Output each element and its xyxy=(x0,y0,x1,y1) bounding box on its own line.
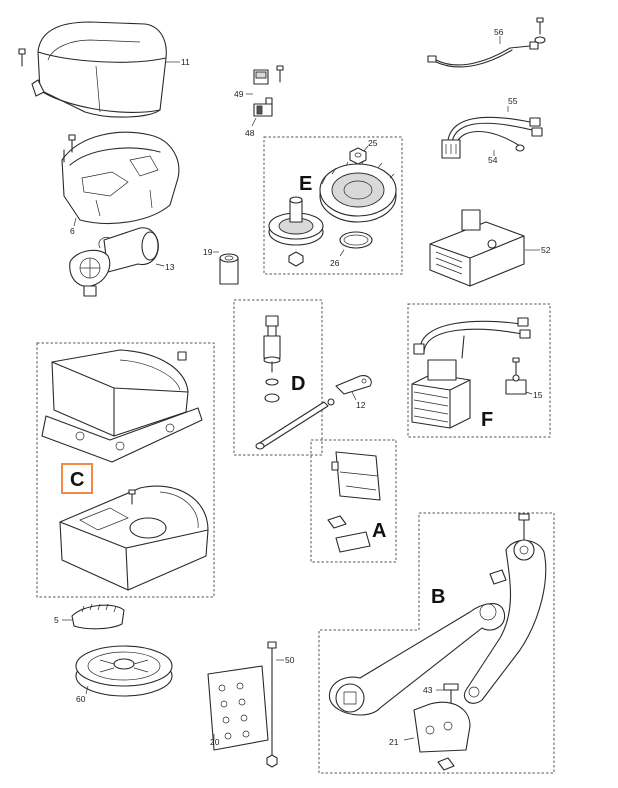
control-board xyxy=(429,209,525,287)
clip-plate xyxy=(331,451,381,501)
screw-11 xyxy=(18,48,26,67)
group-box-c xyxy=(36,342,215,598)
group-label-f: F xyxy=(481,409,493,431)
bracket-21 xyxy=(413,701,471,771)
part-label-54: 54 xyxy=(488,155,498,165)
part-label-13: 13 xyxy=(165,262,175,272)
motor-cover xyxy=(31,21,167,118)
shaft-assembly xyxy=(263,315,281,403)
clip-b xyxy=(489,569,507,585)
lever-12 xyxy=(335,375,372,395)
bolt-50 xyxy=(266,641,278,768)
lower-housing xyxy=(59,485,209,591)
part-label-12: 12 xyxy=(356,400,366,410)
part-label-56: 56 xyxy=(494,27,504,37)
switch-49 xyxy=(253,65,284,85)
part-label-52: 52 xyxy=(541,245,551,255)
motor xyxy=(69,227,159,297)
spacer xyxy=(219,253,239,285)
part-label-11: 11 xyxy=(181,57,190,67)
part-label-26: 26 xyxy=(330,258,340,268)
small-gear xyxy=(268,196,324,267)
pin-top xyxy=(518,513,530,541)
curved-arm xyxy=(464,539,547,704)
mounting-plate-20 xyxy=(207,665,269,751)
switch-48 xyxy=(253,97,273,117)
group-box-b xyxy=(318,512,555,774)
group-label-a: A xyxy=(372,520,386,542)
part-label-50: 50 xyxy=(285,655,295,665)
disc-60 xyxy=(75,645,173,697)
part-label-6: 6 xyxy=(70,226,75,236)
upper-frame xyxy=(51,349,189,437)
clip-key xyxy=(327,515,371,553)
large-gear xyxy=(319,159,397,223)
group-label-e: E xyxy=(299,173,312,195)
group-label-c: C xyxy=(70,469,84,491)
part-label-5: 5 xyxy=(54,615,59,625)
group-label-b: B xyxy=(431,586,445,608)
transformer xyxy=(411,317,531,429)
part-label-55: 55 xyxy=(508,96,518,106)
nut-25 xyxy=(349,147,367,165)
part-label-25: 25 xyxy=(368,138,378,148)
screw-6 xyxy=(63,134,76,163)
rod xyxy=(255,398,335,450)
harness-55 xyxy=(441,116,543,159)
group-label-d: D xyxy=(291,373,305,395)
part-label-49: 49 xyxy=(234,89,244,99)
gear-segment-5 xyxy=(71,603,125,630)
terminal-15 xyxy=(505,357,527,395)
part-label-60: 60 xyxy=(76,694,86,704)
part-label-19: 19 xyxy=(203,247,213,257)
group-box-f xyxy=(407,303,551,438)
base-housing xyxy=(61,131,180,225)
ring-26 xyxy=(339,231,373,249)
gasket xyxy=(41,407,203,463)
part-label-21: 21 xyxy=(389,737,399,747)
group-box-a xyxy=(310,439,397,563)
group-box-e xyxy=(263,136,403,275)
part-label-43: 43 xyxy=(423,685,433,695)
part-label-20: 20 xyxy=(210,737,220,747)
cable-56 xyxy=(427,17,546,68)
part-label-15: 15 xyxy=(533,390,543,400)
group-c-highlight xyxy=(61,463,93,494)
straight-arm xyxy=(328,603,506,716)
part-label-48: 48 xyxy=(245,128,255,138)
